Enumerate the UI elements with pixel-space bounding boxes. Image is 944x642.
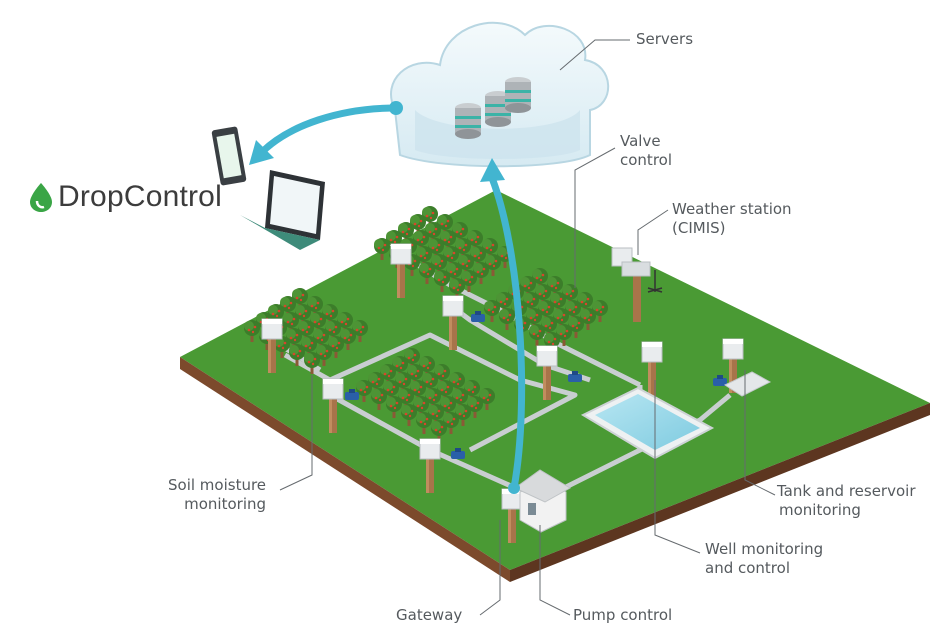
laptop-icon [240, 170, 325, 250]
tablet-icon [211, 126, 247, 186]
label-gateway: Gateway [396, 606, 463, 624]
ground-platform [180, 190, 930, 582]
tank-stand [723, 371, 772, 397]
label-tank-reservoir-line2: monitoring [779, 501, 861, 519]
label-tank-reservoir-line1: Tank and reservoir [777, 482, 916, 500]
arrow-head-cloud [480, 158, 505, 182]
label-valve-control-line2: control [620, 151, 672, 169]
arrow-gateway-to-cloud [488, 176, 526, 489]
label-well-monitoring: Well monitoring and control [705, 540, 823, 578]
label-servers: Servers [636, 30, 694, 48]
label-tank-reservoir: Tank and reservoir monitoring [777, 482, 916, 520]
dropcontrol-logo: DropControl [28, 180, 222, 214]
reservoir [580, 386, 715, 460]
label-valve-control: Valve control [620, 132, 672, 170]
server-stack-icon [455, 77, 531, 139]
label-soil-moisture-line1: Soil moisture [168, 476, 267, 494]
label-soil-moisture-line2: monitoring [184, 495, 267, 513]
label-well-monitoring-line1: Well monitoring [705, 540, 824, 558]
arrow-cloud-to-devices [259, 104, 397, 155]
arrow-head-devices [249, 140, 274, 165]
label-soil-moisture: Soil moisture monitoring [168, 476, 266, 514]
leader-lines [279, 39, 776, 616]
weather-station [611, 247, 663, 322]
pump-house [514, 469, 571, 533]
data-flow-arrows [249, 101, 526, 494]
label-weather-station-line2: (CIMIS) [672, 219, 726, 237]
label-pump-control: Pump control [573, 606, 673, 624]
brand-name: DropControl [58, 180, 222, 213]
water-drop-icon [30, 183, 52, 212]
label-well-monitoring-line2: and control [705, 559, 790, 577]
cloud-servers [390, 21, 610, 168]
label-valve-control-line1: Valve [620, 132, 661, 150]
label-weather-station: Weather station (CIMIS) [672, 200, 792, 238]
label-weather-station-line1: Weather station [672, 200, 792, 218]
